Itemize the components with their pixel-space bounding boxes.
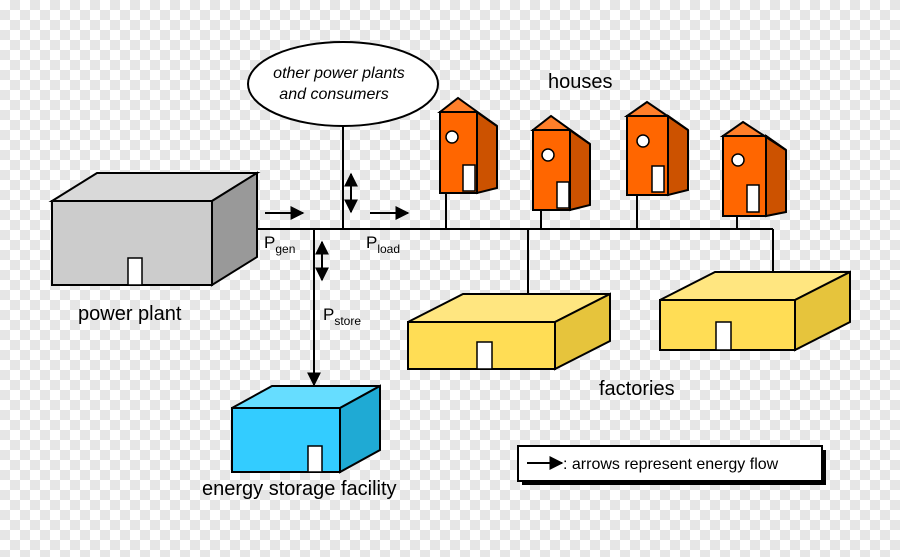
factory-1-door xyxy=(476,341,493,370)
power-lines xyxy=(257,126,774,387)
house-3 xyxy=(623,100,689,197)
house-4 xyxy=(719,120,787,218)
house-1-window xyxy=(445,130,459,144)
other-power-plants-ellipse xyxy=(247,41,439,127)
house-4-door xyxy=(746,184,760,213)
other-power-plants-label-line2: and consumers xyxy=(279,86,388,103)
legend-frame xyxy=(517,445,823,482)
house-1-roof xyxy=(437,96,498,127)
p-gen-label: Pgen xyxy=(264,233,295,256)
factory-1 xyxy=(407,292,611,371)
p-store-label: Pstore xyxy=(323,305,361,328)
house-1 xyxy=(437,96,498,195)
legend-box: : arrows represent energy flow xyxy=(517,445,826,485)
house-3-door xyxy=(651,165,665,193)
power-plant-label: power plant xyxy=(78,303,182,325)
storage-front xyxy=(231,407,341,473)
house-2 xyxy=(530,114,591,212)
power-plant-building xyxy=(48,171,261,287)
house-4-roof xyxy=(719,120,787,151)
factories-label: factories xyxy=(599,378,675,400)
other-power-plants-label-line1: other power plants xyxy=(273,65,405,82)
houses-label: houses xyxy=(548,71,613,93)
p-load-label: Pload xyxy=(366,233,400,256)
house-3-roof xyxy=(623,100,689,131)
house-2-window xyxy=(541,148,555,162)
factory-2-door xyxy=(715,321,732,351)
storage-facility-building xyxy=(231,384,381,474)
house-2-roof xyxy=(530,114,591,145)
storage-door xyxy=(307,445,323,473)
house-3-window xyxy=(636,134,650,148)
house-1-door xyxy=(462,164,476,192)
house-2-door xyxy=(556,181,570,209)
house-4-window xyxy=(731,153,745,167)
power-plant-door xyxy=(127,257,143,286)
factory-2 xyxy=(659,270,851,352)
flow-arrows xyxy=(265,172,410,282)
storage-label: energy storage facility xyxy=(202,478,397,500)
legend-text: : arrows represent energy flow xyxy=(563,456,779,473)
